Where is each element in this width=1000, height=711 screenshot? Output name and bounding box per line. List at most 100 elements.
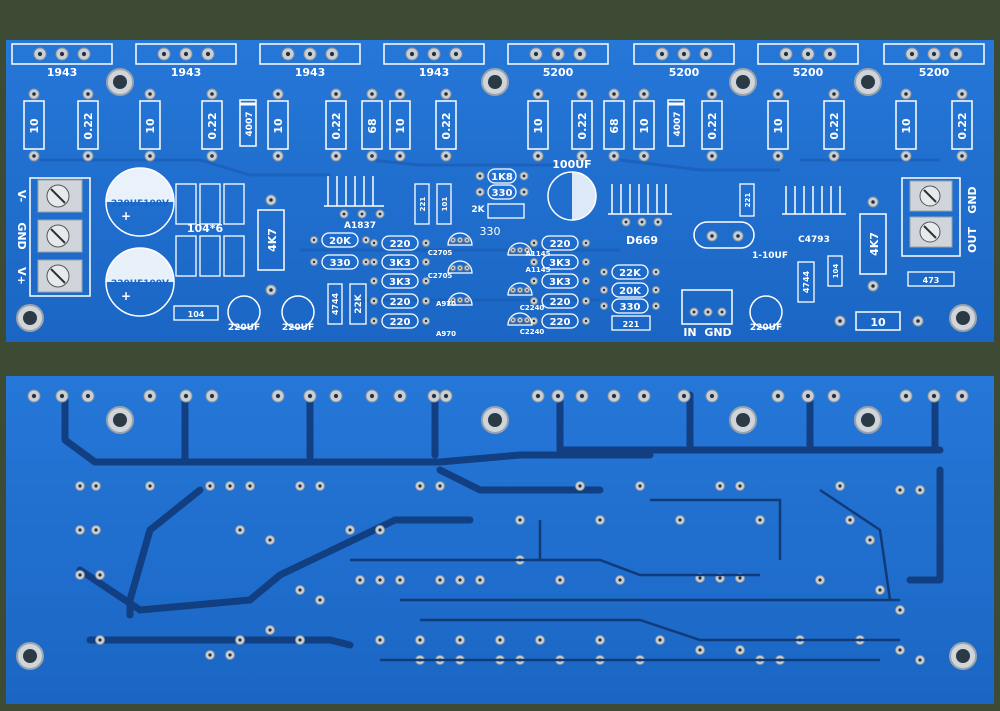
capacitor-shade [572, 172, 596, 220]
drill-hole [228, 653, 232, 657]
drill-hole [81, 51, 87, 57]
drill-hole [960, 154, 964, 158]
resistor-outline [267, 100, 289, 150]
drill-hole [831, 393, 837, 399]
label-v-minus: V- [15, 190, 28, 202]
label-in: IN [683, 326, 696, 339]
resistor-label: 330 [620, 302, 641, 313]
drill-hole [438, 578, 442, 582]
resistor-label: 330 [492, 188, 513, 199]
resistor-label: 10 [900, 118, 913, 134]
drill-hole [209, 393, 215, 399]
small-cap-label: 101 [441, 197, 449, 212]
drill-hole [459, 299, 461, 301]
transistor-outline [259, 43, 361, 65]
drill-hole [555, 393, 561, 399]
mounting-hole-center [23, 311, 37, 325]
drill-hole [466, 267, 468, 269]
drill-hole [916, 319, 920, 323]
to92-outline [447, 260, 473, 274]
resistor-outline [823, 100, 845, 150]
mounting-hole-center [736, 75, 750, 89]
capacitor-shade [106, 168, 174, 202]
drill-hole [832, 154, 836, 158]
drill-hole [248, 484, 252, 488]
drill-hole [918, 488, 922, 492]
drill-hole [736, 234, 740, 238]
drill-hole [452, 239, 454, 241]
drill-hole [444, 92, 448, 96]
drill-hole [358, 578, 362, 582]
drill-hole [458, 578, 462, 582]
drill-hole [275, 393, 281, 399]
resistor-outline [611, 282, 649, 298]
drill-hole [580, 154, 584, 158]
drill-hole [444, 154, 448, 158]
drill-hole [334, 92, 338, 96]
drill-hole [228, 484, 232, 488]
diode-label: 4007 [245, 111, 255, 136]
drill-hole [710, 154, 714, 158]
drill-hole [848, 518, 852, 522]
resistor-label: 3K3 [549, 258, 571, 269]
resistor-outline [541, 313, 579, 329]
capacitor-label: 220UF [228, 323, 260, 333]
drill-hole [372, 319, 376, 323]
drill-hole [208, 484, 212, 488]
resistor-label: 330 [330, 258, 351, 269]
drill-hole [640, 220, 644, 224]
label-a970: A970 [436, 330, 456, 338]
drill-hole [276, 92, 280, 96]
drill-hole [59, 51, 65, 57]
drill-hole [710, 234, 714, 238]
drill-hole [59, 393, 65, 399]
drill-hole [535, 393, 541, 399]
drill-hole [598, 638, 602, 642]
drill-hole [738, 648, 742, 652]
drill-hole [378, 638, 382, 642]
drill-hole [960, 92, 964, 96]
drill-hole [871, 200, 875, 204]
label-4k7-left: 4K7 [266, 228, 279, 252]
label-a1145: A1145 [526, 266, 551, 274]
drill-hole [738, 484, 742, 488]
drill-hole [312, 260, 316, 264]
resistor-outline [381, 254, 419, 270]
resistor-label: 68 [366, 118, 379, 133]
resistor-outline [381, 235, 419, 251]
drill-hole [526, 249, 528, 251]
drill-hole [443, 393, 449, 399]
label-cap-array: 104*6 [187, 222, 224, 235]
drill-hole [307, 393, 313, 399]
drill-hole [659, 51, 665, 57]
resistor-outline [855, 311, 901, 331]
drill-hole [424, 241, 428, 245]
resistor-outline [381, 293, 419, 309]
resistor-label: 10 [272, 118, 285, 134]
drill-hole [398, 578, 402, 582]
drill-hole [378, 528, 382, 532]
drill-hole [584, 299, 588, 303]
resistor-outline [541, 235, 579, 251]
transistor-outline [135, 43, 237, 65]
drill-hole [584, 260, 588, 264]
label-gnd-left: GND [15, 222, 28, 249]
drill-hole [98, 573, 102, 577]
drill-hole [738, 576, 742, 580]
drill-hole [904, 154, 908, 158]
drill-hole [372, 279, 376, 283]
drill-hole [31, 393, 37, 399]
drill-hole [370, 154, 374, 158]
resistor-label: 20K [329, 236, 352, 247]
drill-hole [706, 310, 710, 314]
drill-hole [32, 92, 36, 96]
polarity-mark: + [121, 209, 131, 223]
drill-hole [526, 289, 528, 291]
transistor-label: 5200 [543, 66, 574, 79]
drill-hole [624, 220, 628, 224]
drill-hole [147, 393, 153, 399]
label-c2240: C2240 [520, 328, 545, 336]
cap-array-cell [199, 235, 221, 277]
drill-hole [838, 484, 842, 488]
